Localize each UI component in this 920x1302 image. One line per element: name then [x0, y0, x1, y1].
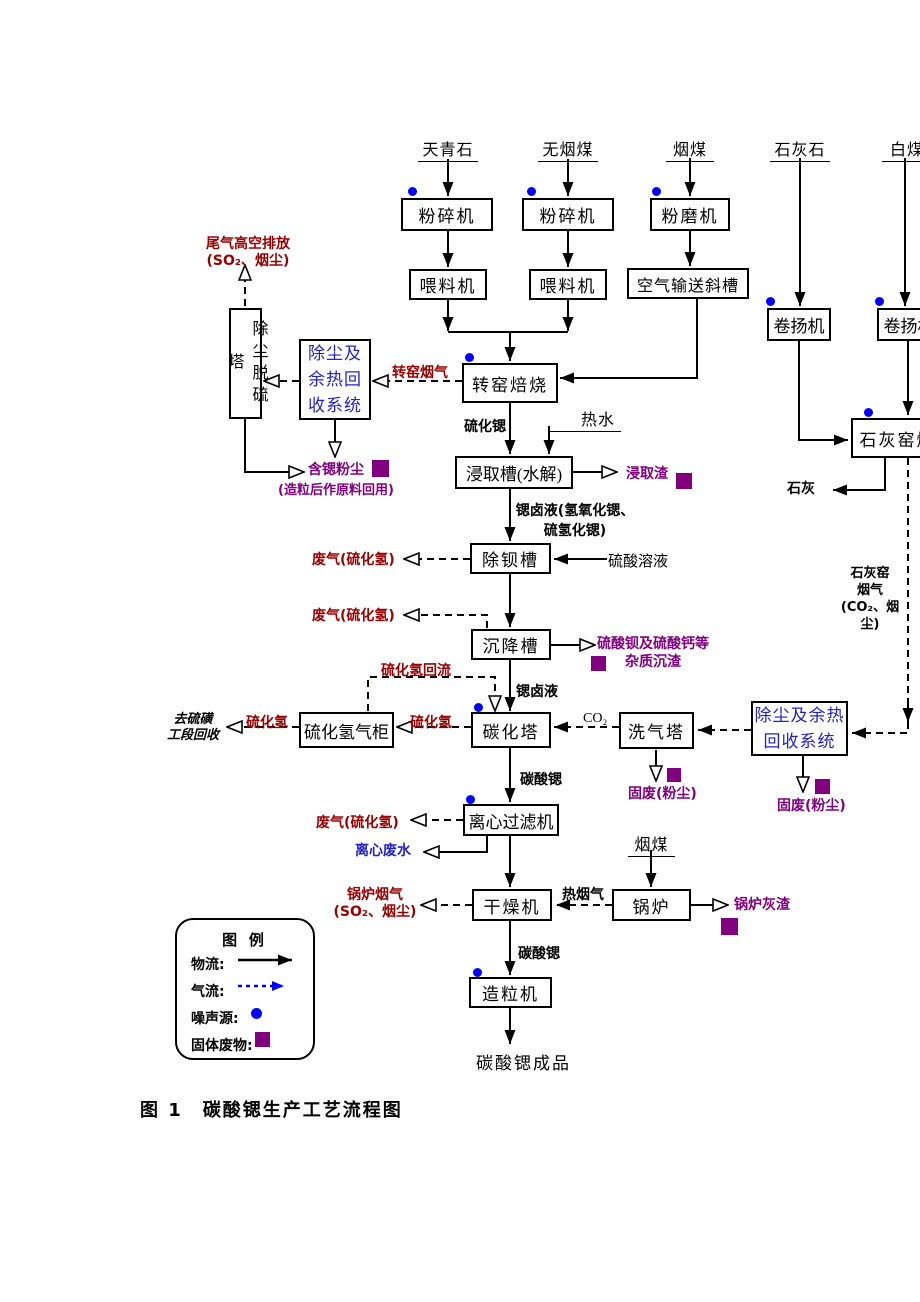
- waste-square-leach-residue: [676, 473, 692, 489]
- box-dryer: 干燥机: [472, 889, 552, 921]
- stream-srco3-2: 碳酸锶: [518, 946, 560, 962]
- box-air-chute: 空气输送斜槽: [627, 268, 749, 299]
- box-hoist-1: 卷扬机: [767, 308, 831, 341]
- waste-sulfate-sludge: 硫酸钡及硫酸钙等 杂质沉渣: [597, 636, 709, 670]
- box-carbonation-tower: 碳化塔: [471, 712, 551, 748]
- stream-lime-kiln-gas: 石灰窑 烟气 (CO₂、烟尘): [840, 566, 900, 632]
- source-celestite: 天青石: [418, 136, 478, 162]
- waste-boiler-ash: 锅炉灰渣: [734, 897, 790, 913]
- stream-product: 碳酸锶成品: [476, 1054, 571, 1073]
- stream-brine: 锶卤液: [516, 684, 558, 700]
- waste-square-solid-dust-1: [667, 768, 681, 782]
- stream-brine-detail: 锶卤液(氢氧化锶、 硫氢化锶): [515, 503, 635, 539]
- noise-dot-carbonation-tower: [474, 703, 483, 712]
- stream-h2s-right: 硫化氢: [410, 715, 452, 731]
- source-white-coal: 白煤: [882, 136, 920, 162]
- box-mill: 粉磨机: [650, 198, 730, 231]
- source-hot-water: 热水: [549, 406, 621, 432]
- legend-noise-dot: [251, 1008, 262, 1019]
- source-boiler-coal: 烟煤: [628, 831, 675, 857]
- legend-solid-waste-label: 固体废物:: [191, 1038, 253, 1054]
- stream-hot-flue-gas: 热烟气: [562, 887, 604, 903]
- box-settling-tank: 沉降槽: [471, 629, 551, 660]
- stream-h2s-reflux: 硫化氢回流: [381, 663, 451, 679]
- legend-box: 图 例 物流: 气流: 噪声源: 固体废物:: [175, 918, 315, 1060]
- stream-h2s-left: 硫化氢: [246, 715, 288, 731]
- emission-waste-gas-2: 废气(硫化氢): [312, 608, 395, 624]
- emission-waste-gas-3: 废气(硫化氢): [316, 815, 399, 831]
- box-dedust-desulf-tower: 除尘脱硫塔: [226, 308, 267, 419]
- waste-sr-dust-note: (造粒后作原料回用): [278, 483, 394, 498]
- stream-rotary-kiln-gas: 转窑烟气: [392, 365, 448, 381]
- source-soft-coal: 烟煤: [666, 136, 714, 162]
- legend-title: 图 例: [222, 933, 268, 949]
- noise-dot-crusher-1: [408, 187, 417, 196]
- noise-dot-hoist-1: [766, 297, 775, 306]
- source-anthracite: 无烟煤: [538, 136, 598, 162]
- noise-dot-granulator: [473, 968, 482, 977]
- box-rotary-kiln: 转窑焙烧: [462, 363, 558, 403]
- noise-dot-crusher-2: [527, 187, 536, 196]
- box-centrifuge: 离心过滤机: [463, 804, 559, 836]
- box-feeder-2: 喂料机: [529, 269, 607, 300]
- box-scrub-tower: 洗气塔: [619, 712, 694, 749]
- stream-strontium-sulfide: 硫化锶: [464, 419, 506, 435]
- box-debarium-tank: 除钡槽: [470, 543, 551, 574]
- stream-to-sulfur-recovery: 去硫磺 工段回收: [166, 712, 219, 743]
- box-crusher-1: 粉碎机: [401, 198, 493, 231]
- box-heat-recovery-1: 除尘及 余热回 收系统: [299, 339, 371, 420]
- legend-noise-source-label: 噪声源:: [191, 1011, 239, 1027]
- noise-dot-centrifuge: [466, 795, 475, 804]
- noise-dot-lime-kiln: [864, 408, 873, 417]
- box-h2s-gas-holder: 硫化氢气柜: [299, 712, 394, 748]
- legend-solid-waste-square: [255, 1032, 270, 1047]
- noise-dot-mill: [652, 187, 661, 196]
- box-boiler: 锅炉: [612, 889, 691, 921]
- box-hoist-2: 卷扬机: [877, 308, 920, 341]
- stream-co2: CO₂: [583, 711, 608, 726]
- waste-sr-dust: 含锶粉尘: [308, 462, 364, 478]
- emission-tail-gas: 尾气高空排放 (SO₂、烟尘): [206, 236, 290, 269]
- source-sulfuric-acid: 硫酸溶液: [608, 554, 669, 570]
- waste-solid-dust-2: 固废(粉尘): [777, 798, 846, 814]
- waste-square-sr-dust: [372, 460, 389, 477]
- stream-lime: 石灰: [787, 481, 815, 497]
- waste-solid-dust-1: 固废(粉尘): [628, 786, 697, 802]
- legend-material-flow-label: 物流:: [191, 957, 225, 973]
- waste-square-boiler-ash: [721, 918, 738, 935]
- box-lime-kiln: 石灰窑煅烧: [851, 418, 920, 458]
- waste-square-solid-dust-2: [815, 779, 830, 794]
- box-crusher-2: 粉碎机: [522, 198, 614, 231]
- box-feeder-1: 喂料机: [409, 269, 487, 300]
- waste-leach-residue: 浸取渣: [626, 466, 668, 482]
- emission-boiler-flue-gas: 锅炉烟气 (SO₂、烟尘): [333, 887, 417, 920]
- figure-caption: 图 1 碳酸锶生产工艺流程图: [140, 1100, 403, 1121]
- waste-square-sulfate-sludge: [591, 656, 606, 671]
- box-granulator: 造粒机: [469, 977, 552, 1008]
- stream-srco3-1: 碳酸锶: [520, 772, 562, 788]
- emission-centrifuge-wastewater: 离心废水: [355, 843, 411, 859]
- emission-waste-gas-1: 废气(硫化氢): [312, 552, 395, 568]
- legend-gas-flow-label: 气流:: [191, 984, 225, 1000]
- box-leaching-tank: 浸取槽(水解): [455, 456, 573, 489]
- box-heat-recovery-2: 除尘及余热 回收系统: [751, 701, 848, 756]
- source-limestone: 石灰石: [770, 136, 830, 162]
- noise-dot-hoist-2: [875, 297, 884, 306]
- noise-dot-rotary-kiln: [465, 353, 474, 362]
